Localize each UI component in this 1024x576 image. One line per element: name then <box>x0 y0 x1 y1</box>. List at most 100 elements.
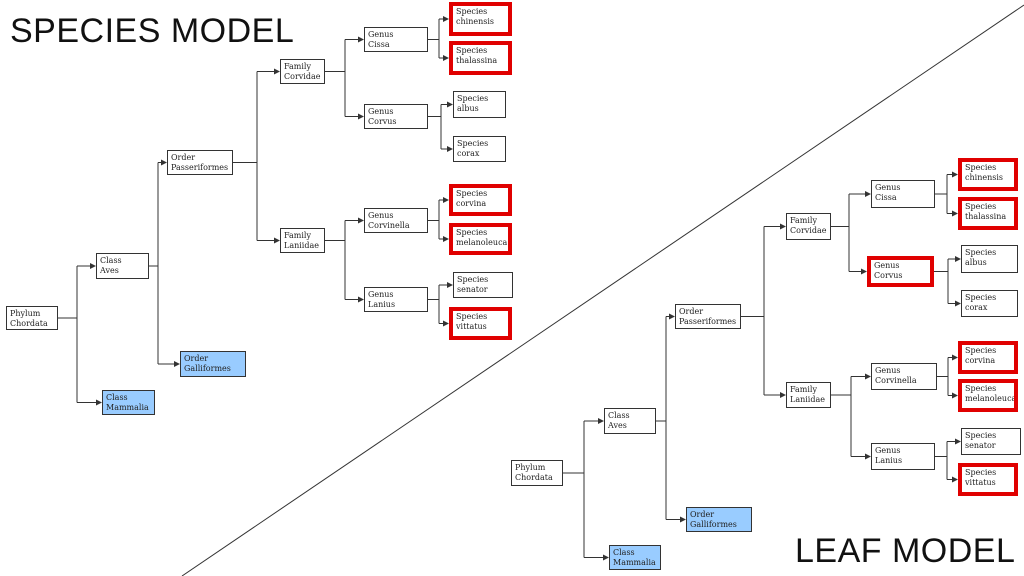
node-label-line: Class <box>100 256 122 265</box>
node-label-line: Species <box>456 189 488 198</box>
node-label-line: thalassina <box>965 211 1007 221</box>
node-label-line: Species <box>965 431 997 440</box>
node-label-line: Corvinella <box>875 375 917 385</box>
node-label-line: Corvidae <box>790 225 827 235</box>
node-label-line: Chordata <box>10 318 48 328</box>
node-label-line: Corvus <box>874 270 903 280</box>
node-label-line: Mammalia <box>613 557 656 567</box>
node-label-line: Aves <box>100 265 119 275</box>
node-label-line: Class <box>613 548 635 557</box>
node-label-line: Genus <box>874 261 900 270</box>
node-label-line: Order <box>690 510 715 519</box>
node-label-line: senator <box>965 440 996 450</box>
node-label-line: vittatus <box>456 321 487 331</box>
node-label-line: Species <box>457 94 489 103</box>
node-label-line: Chordata <box>515 472 553 482</box>
node-label-line: vittatus <box>965 477 996 487</box>
node-label-line: Family <box>790 216 817 225</box>
node-label-line: corvina <box>965 355 996 365</box>
node-label-line: Mammalia <box>106 402 149 412</box>
node-label-line: Species <box>457 139 489 148</box>
node-label-line: Corvus <box>368 116 397 126</box>
node-label-line: Laniidae <box>790 394 825 404</box>
node-label-line: Species <box>965 248 997 257</box>
node-label-line: albus <box>965 257 987 267</box>
node-label-line: Family <box>790 385 817 394</box>
node-label-line: Phylum <box>10 309 41 318</box>
node-label-line: Galliformes <box>184 363 231 373</box>
node-label-line: Galliformes <box>690 519 737 529</box>
node-label-line: chinensis <box>456 16 494 26</box>
node-label-line: Lanius <box>368 299 396 309</box>
node-label-line: melanoleuca <box>965 393 1017 403</box>
node-label-line: corax <box>965 302 988 312</box>
node-label-line: Order <box>184 354 209 363</box>
node-label-line: albus <box>457 103 479 113</box>
species-model-title: SPECIES MODEL <box>10 12 295 50</box>
node-label-line: Passeriformes <box>171 162 229 172</box>
node-label-line: Species <box>965 293 997 302</box>
node-label-line: Genus <box>368 107 394 116</box>
node-label-line: Cissa <box>875 192 897 202</box>
node-label-line: Species <box>965 346 997 355</box>
node-label-line: chinensis <box>965 172 1003 182</box>
node-label-line: Genus <box>875 366 901 375</box>
node-label-line: Species <box>965 202 997 211</box>
node-label-line: Species <box>456 312 488 321</box>
node-label-line: Cissa <box>368 39 390 49</box>
node-label-line: Laniidae <box>284 240 319 250</box>
node-label-line: melanoleuca <box>456 237 508 247</box>
node-label-line: Species <box>965 384 997 393</box>
node-label-line: thalassina <box>456 55 498 65</box>
node-label-line: Genus <box>368 211 394 220</box>
node-label-line: Genus <box>368 290 394 299</box>
node-label-line: Genus <box>875 183 901 192</box>
divider-line <box>181 4 1024 576</box>
node-label-line: Species <box>965 163 997 172</box>
node-label-line: Species <box>456 46 488 55</box>
node-label-line: Lanius <box>875 455 903 465</box>
leaf-model-connectors <box>563 171 961 561</box>
node-label-line: Corvidae <box>284 71 321 81</box>
node-label-line: Phylum <box>515 463 546 472</box>
species-model-connectors <box>58 16 453 406</box>
node-label-line: Order <box>171 153 196 162</box>
node-label-line: Class <box>608 411 630 420</box>
node-label-line: Aves <box>608 420 627 430</box>
node-label-line: Species <box>457 275 489 284</box>
node-label-line: Class <box>106 393 128 402</box>
node-label-line: Order <box>679 307 704 316</box>
node-label-line: Species <box>456 7 488 16</box>
